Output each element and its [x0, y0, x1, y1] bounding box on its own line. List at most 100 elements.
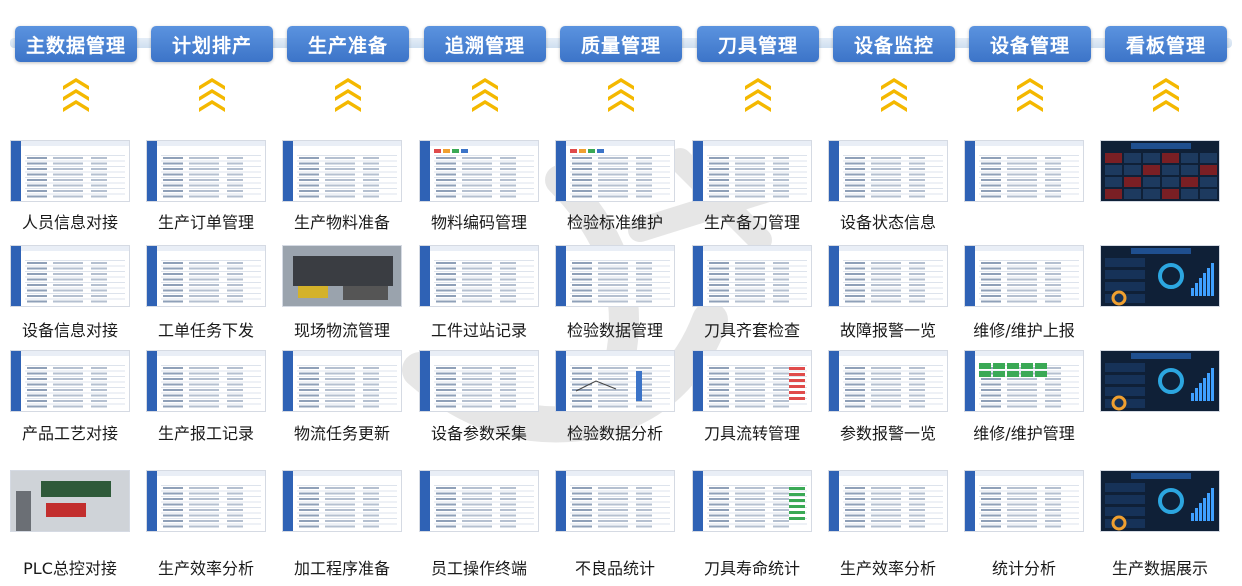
category-button-6[interactable]: 刀具管理 [697, 26, 819, 62]
thumbnail-preview [1101, 471, 1219, 531]
module-thumbnail[interactable] [146, 245, 266, 307]
thumbnail-preview [556, 351, 674, 411]
thumbnail-preview [11, 351, 129, 411]
module-label: 物流任务更新 [293, 424, 390, 443]
module-label: 生产订单管理 [157, 213, 254, 232]
module-thumbnail[interactable] [692, 245, 812, 307]
module-label: 检验数据分析 [566, 424, 663, 443]
category-button-1[interactable]: 主数据管理 [15, 26, 137, 62]
module-thumbnail[interactable] [692, 350, 812, 412]
module-thumbnail[interactable] [419, 470, 539, 532]
module-label: 设备信息对接 [21, 321, 118, 340]
thumbnail-preview [420, 351, 538, 411]
module-label: 生产物料准备 [293, 213, 390, 232]
module-label: 设备状态信息 [839, 213, 936, 232]
category-button-3[interactable]: 生产准备 [287, 26, 409, 62]
module-thumbnail[interactable] [282, 140, 402, 202]
category-button-8[interactable]: 设备管理 [969, 26, 1091, 62]
thumbnail-preview [1101, 141, 1219, 201]
thumbnail-preview [693, 246, 811, 306]
module-thumbnail[interactable] [10, 245, 130, 307]
module-thumbnail[interactable] [555, 140, 675, 202]
module-thumbnail[interactable] [10, 350, 130, 412]
module-thumbnail[interactable] [1100, 470, 1220, 532]
module-thumbnail[interactable] [964, 140, 1084, 202]
category-button-5[interactable]: 质量管理 [560, 26, 682, 62]
thumbnail-preview [965, 141, 1083, 201]
module-thumbnail[interactable] [828, 245, 948, 307]
chevron-up-icon [63, 78, 89, 112]
thumbnail-preview [420, 471, 538, 531]
chevron-up-icon [335, 78, 361, 112]
category-button-4[interactable]: 追溯管理 [424, 26, 546, 62]
module-label: 生产数据展示 [1111, 559, 1208, 578]
category-button-7[interactable]: 设备监控 [833, 26, 955, 62]
module-thumbnail[interactable] [146, 350, 266, 412]
module-thumbnail[interactable] [828, 350, 948, 412]
module-thumbnail[interactable] [146, 470, 266, 532]
module-label: 不良品统计 [574, 559, 655, 578]
module-label: 人员信息对接 [21, 213, 118, 232]
thumbnail-preview [829, 351, 947, 411]
module-label: 统计分析 [991, 559, 1056, 578]
module-thumbnail[interactable] [10, 140, 130, 202]
module-thumbnail[interactable] [692, 140, 812, 202]
module-label: 刀具流转管理 [703, 424, 800, 443]
module-thumbnail[interactable] [419, 245, 539, 307]
module-thumbnail[interactable] [146, 140, 266, 202]
module-label: 检验标准维护 [566, 213, 663, 232]
module-thumbnail[interactable] [964, 470, 1084, 532]
module-label: 参数报警一览 [839, 424, 936, 443]
module-thumbnail[interactable] [282, 470, 402, 532]
chevron-up-icon [745, 78, 771, 112]
thumbnail-preview [829, 141, 947, 201]
module-thumbnail[interactable] [1100, 245, 1220, 307]
thumbnail-preview [283, 246, 401, 306]
module-thumbnail[interactable] [555, 350, 675, 412]
module-thumbnail[interactable] [1100, 350, 1220, 412]
module-label: 维修/维护上报 [973, 321, 1075, 340]
module-label: 加工程序准备 [293, 559, 390, 578]
module-label: 产品工艺对接 [21, 424, 118, 443]
module-label: 工单任务下发 [157, 321, 254, 340]
thumbnail-preview [693, 471, 811, 531]
thumbnail-preview [965, 246, 1083, 306]
module-thumbnail[interactable] [828, 140, 948, 202]
module-thumbnail[interactable] [282, 350, 402, 412]
module-label: 设备参数采集 [430, 424, 527, 443]
thumbnail-preview [556, 471, 674, 531]
module-label: 检验数据管理 [566, 321, 663, 340]
category-button-9[interactable]: 看板管理 [1105, 26, 1227, 62]
thumbnail-preview [965, 351, 1083, 411]
module-label: 维修/维护管理 [973, 424, 1075, 443]
module-thumbnail[interactable] [419, 140, 539, 202]
module-thumbnail[interactable] [1100, 140, 1220, 202]
module-thumbnail[interactable] [964, 245, 1084, 307]
chevron-up-icon [1153, 78, 1179, 112]
module-thumbnail[interactable] [555, 470, 675, 532]
module-label: 生产效率分析 [157, 559, 254, 578]
module-thumbnail[interactable] [692, 470, 812, 532]
thumbnail-preview [283, 141, 401, 201]
module-thumbnail[interactable] [282, 245, 402, 307]
module-thumbnail[interactable] [10, 470, 130, 532]
thumbnail-preview [147, 471, 265, 531]
module-label: 物料编码管理 [430, 213, 527, 232]
module-thumbnail[interactable] [419, 350, 539, 412]
thumbnail-preview [693, 141, 811, 201]
module-thumbnail[interactable] [555, 245, 675, 307]
chevron-up-icon [608, 78, 634, 112]
thumbnail-preview [147, 141, 265, 201]
module-thumbnail[interactable] [964, 350, 1084, 412]
thumbnail-preview [693, 351, 811, 411]
module-label: 故障报警一览 [839, 321, 936, 340]
category-button-2[interactable]: 计划排产 [151, 26, 273, 62]
chevron-up-icon [472, 78, 498, 112]
thumbnail-preview [420, 141, 538, 201]
module-label: 刀具齐套检查 [703, 321, 800, 340]
thumbnail-preview [420, 246, 538, 306]
thumbnail-preview [556, 141, 674, 201]
module-label: 员工操作终端 [430, 559, 527, 578]
thumbnail-preview [1101, 351, 1219, 411]
module-thumbnail[interactable] [828, 470, 948, 532]
